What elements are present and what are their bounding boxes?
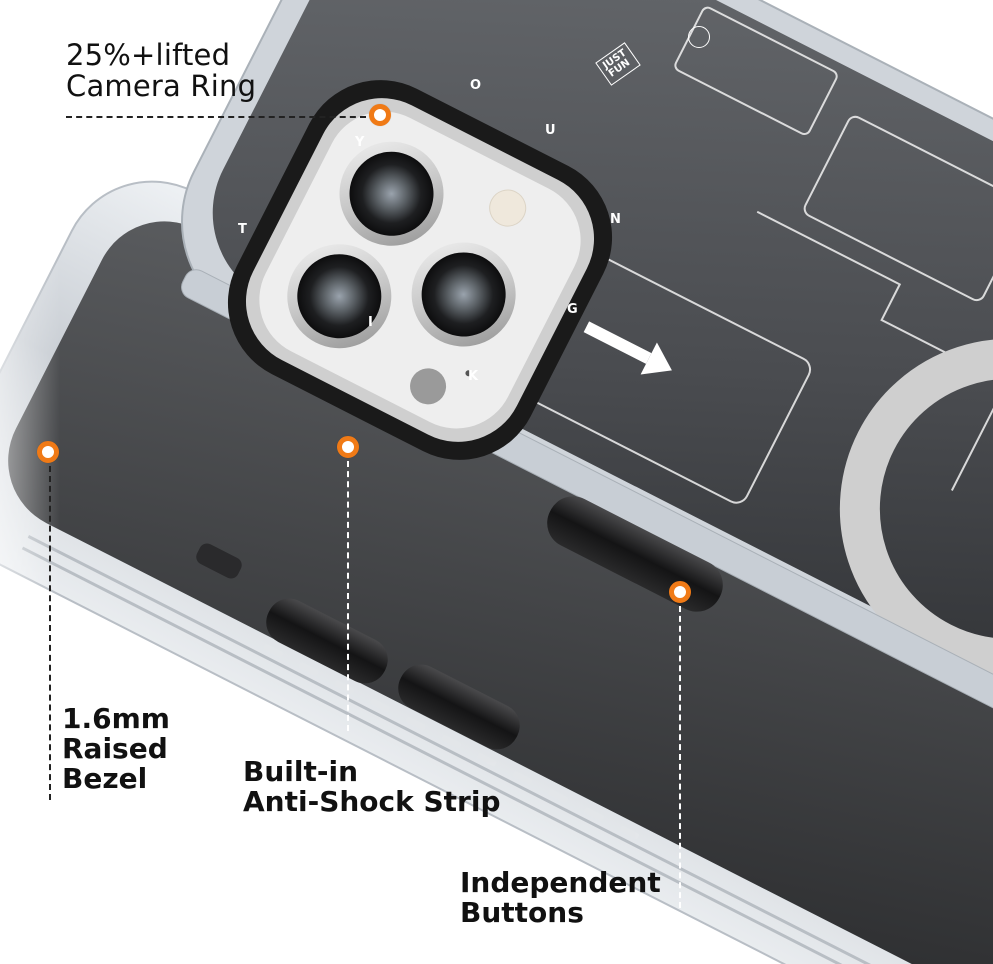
buttons-line1: Independent	[460, 866, 661, 899]
camera-ring-line2: Camera Ring	[66, 69, 257, 104]
camera-ring-line1: 25%+lifted	[66, 38, 231, 72]
ring-letter-o: O	[470, 78, 482, 93]
buttons-line2: Buttons	[460, 896, 584, 930]
anti-shock-marker	[337, 436, 359, 458]
ring-letter-i: I	[368, 315, 373, 330]
ring-letter-y: Y	[355, 135, 365, 150]
raised-bezel-line3: Bezel	[62, 762, 148, 796]
buttons-marker	[669, 581, 691, 603]
ring-letter-t: T	[238, 222, 247, 237]
ring-letter-u: U	[545, 123, 556, 138]
lower-phone-case	[0, 180, 993, 964]
ring-letter-g: G	[567, 302, 578, 317]
anti-shock-leader-line	[347, 461, 349, 731]
anti-shock-line2: Anti-Shock Strip	[243, 785, 501, 819]
raised-bezel-line2: Raised	[62, 732, 168, 766]
callout-independent-buttons: Independent Buttons	[460, 866, 661, 930]
lower-side-buttons	[196, 543, 520, 750]
ring-letter-n: N	[610, 212, 621, 227]
camera-module	[227, 80, 613, 460]
raised-bezel-leader-line	[49, 466, 51, 800]
camera-ring-marker	[369, 104, 391, 126]
globe-icon	[688, 26, 710, 48]
camera-ring-leader-line	[66, 116, 366, 118]
anti-shock-line1: Built-in	[243, 755, 359, 788]
callout-raised-bezel: 1.6mm Raised Bezel	[62, 702, 170, 796]
raised-bezel-marker	[37, 441, 59, 463]
buttons-leader-line	[679, 606, 681, 908]
raised-bezel-line1: 1.6mm	[62, 702, 170, 735]
callout-anti-shock-strip: Built-in Anti-Shock Strip	[243, 755, 501, 819]
callout-camera-ring: 25%+lifted Camera Ring	[66, 38, 257, 104]
ring-letter-k: K	[468, 369, 479, 384]
